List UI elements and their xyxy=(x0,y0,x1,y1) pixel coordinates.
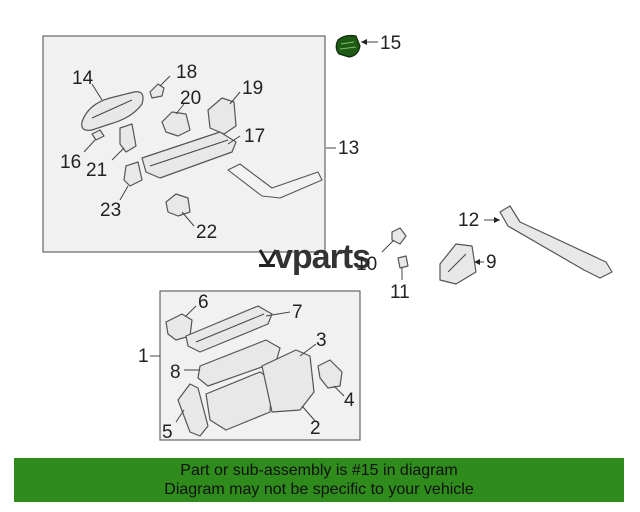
part-7[interactable] xyxy=(185,305,273,353)
leader-10 xyxy=(381,239,395,253)
part-5[interactable] xyxy=(177,383,209,437)
callout-13[interactable]: 13 xyxy=(338,138,359,159)
part-11[interactable] xyxy=(397,255,409,269)
callout-10[interactable]: 10 xyxy=(356,254,377,275)
callout-9[interactable]: 9 xyxy=(486,252,497,273)
callout-14[interactable]: 14 xyxy=(72,68,94,89)
part-16[interactable] xyxy=(91,129,105,141)
part-17-extension xyxy=(227,163,323,199)
part-18[interactable] xyxy=(149,83,165,99)
leader-22 xyxy=(181,211,195,227)
footer-banner: Part or sub-assembly is #15 in diagram D… xyxy=(14,458,624,502)
callout-6[interactable]: 6 xyxy=(198,292,209,313)
part-19[interactable] xyxy=(207,97,237,135)
callout-17[interactable]: 17 xyxy=(244,126,265,147)
callout-11[interactable]: 11 xyxy=(390,282,410,303)
callout-7[interactable]: 7 xyxy=(292,302,303,323)
leader-21 xyxy=(111,147,125,161)
callout-23[interactable]: 23 xyxy=(100,200,121,221)
part-15-highlighted[interactable] xyxy=(335,34,361,58)
leader-18 xyxy=(159,75,171,87)
part-2[interactable] xyxy=(205,371,273,431)
part-22[interactable] xyxy=(165,193,191,217)
callout-3[interactable]: 3 xyxy=(316,330,327,351)
callout-19[interactable]: 19 xyxy=(242,78,263,99)
part-21[interactable] xyxy=(119,123,137,153)
callout-8[interactable]: 8 xyxy=(170,362,181,383)
part-9[interactable] xyxy=(439,243,477,285)
part-17[interactable] xyxy=(141,131,237,179)
callout-22[interactable]: 22 xyxy=(196,222,217,243)
arrow-15 xyxy=(361,39,367,45)
callout-12[interactable]: 12 xyxy=(458,210,479,231)
callout-1[interactable]: 1 xyxy=(138,346,149,367)
part-20[interactable] xyxy=(161,111,191,137)
part-23[interactable] xyxy=(123,161,143,187)
callout-5[interactable]: 5 xyxy=(162,422,173,443)
leader-16 xyxy=(83,139,96,153)
callout-20[interactable]: 20 xyxy=(180,88,201,109)
footer-line-2: Diagram may not be specific to your vehi… xyxy=(164,481,474,498)
leader-23 xyxy=(119,185,129,201)
part-12[interactable] xyxy=(499,205,613,279)
callout-15[interactable]: 15 xyxy=(380,33,401,54)
leader-4 xyxy=(333,385,345,397)
leader-6 xyxy=(185,305,197,317)
part-4[interactable] xyxy=(317,359,343,389)
leader-17 xyxy=(227,135,241,145)
callout-16[interactable]: 16 xyxy=(60,152,81,173)
callout-18[interactable]: 18 xyxy=(176,62,197,83)
footer-line-1: Part or sub-assembly is #15 in diagram xyxy=(180,462,458,479)
part-14[interactable] xyxy=(81,91,144,131)
leader-2 xyxy=(301,405,317,423)
leader-14 xyxy=(91,83,103,101)
watermark-text: vparts xyxy=(274,238,370,276)
callout-4[interactable]: 4 xyxy=(344,390,355,411)
leader-5 xyxy=(175,409,185,423)
leader-20 xyxy=(175,103,185,115)
leader-3 xyxy=(299,343,317,357)
leader-7 xyxy=(265,311,291,317)
leader-19 xyxy=(229,91,241,105)
vparts-logo: vparts xyxy=(258,238,371,276)
callout-2[interactable]: 2 xyxy=(310,418,321,439)
part-2-upper xyxy=(261,349,315,413)
callout-21[interactable]: 21 xyxy=(86,160,107,181)
part-10[interactable] xyxy=(391,227,407,245)
